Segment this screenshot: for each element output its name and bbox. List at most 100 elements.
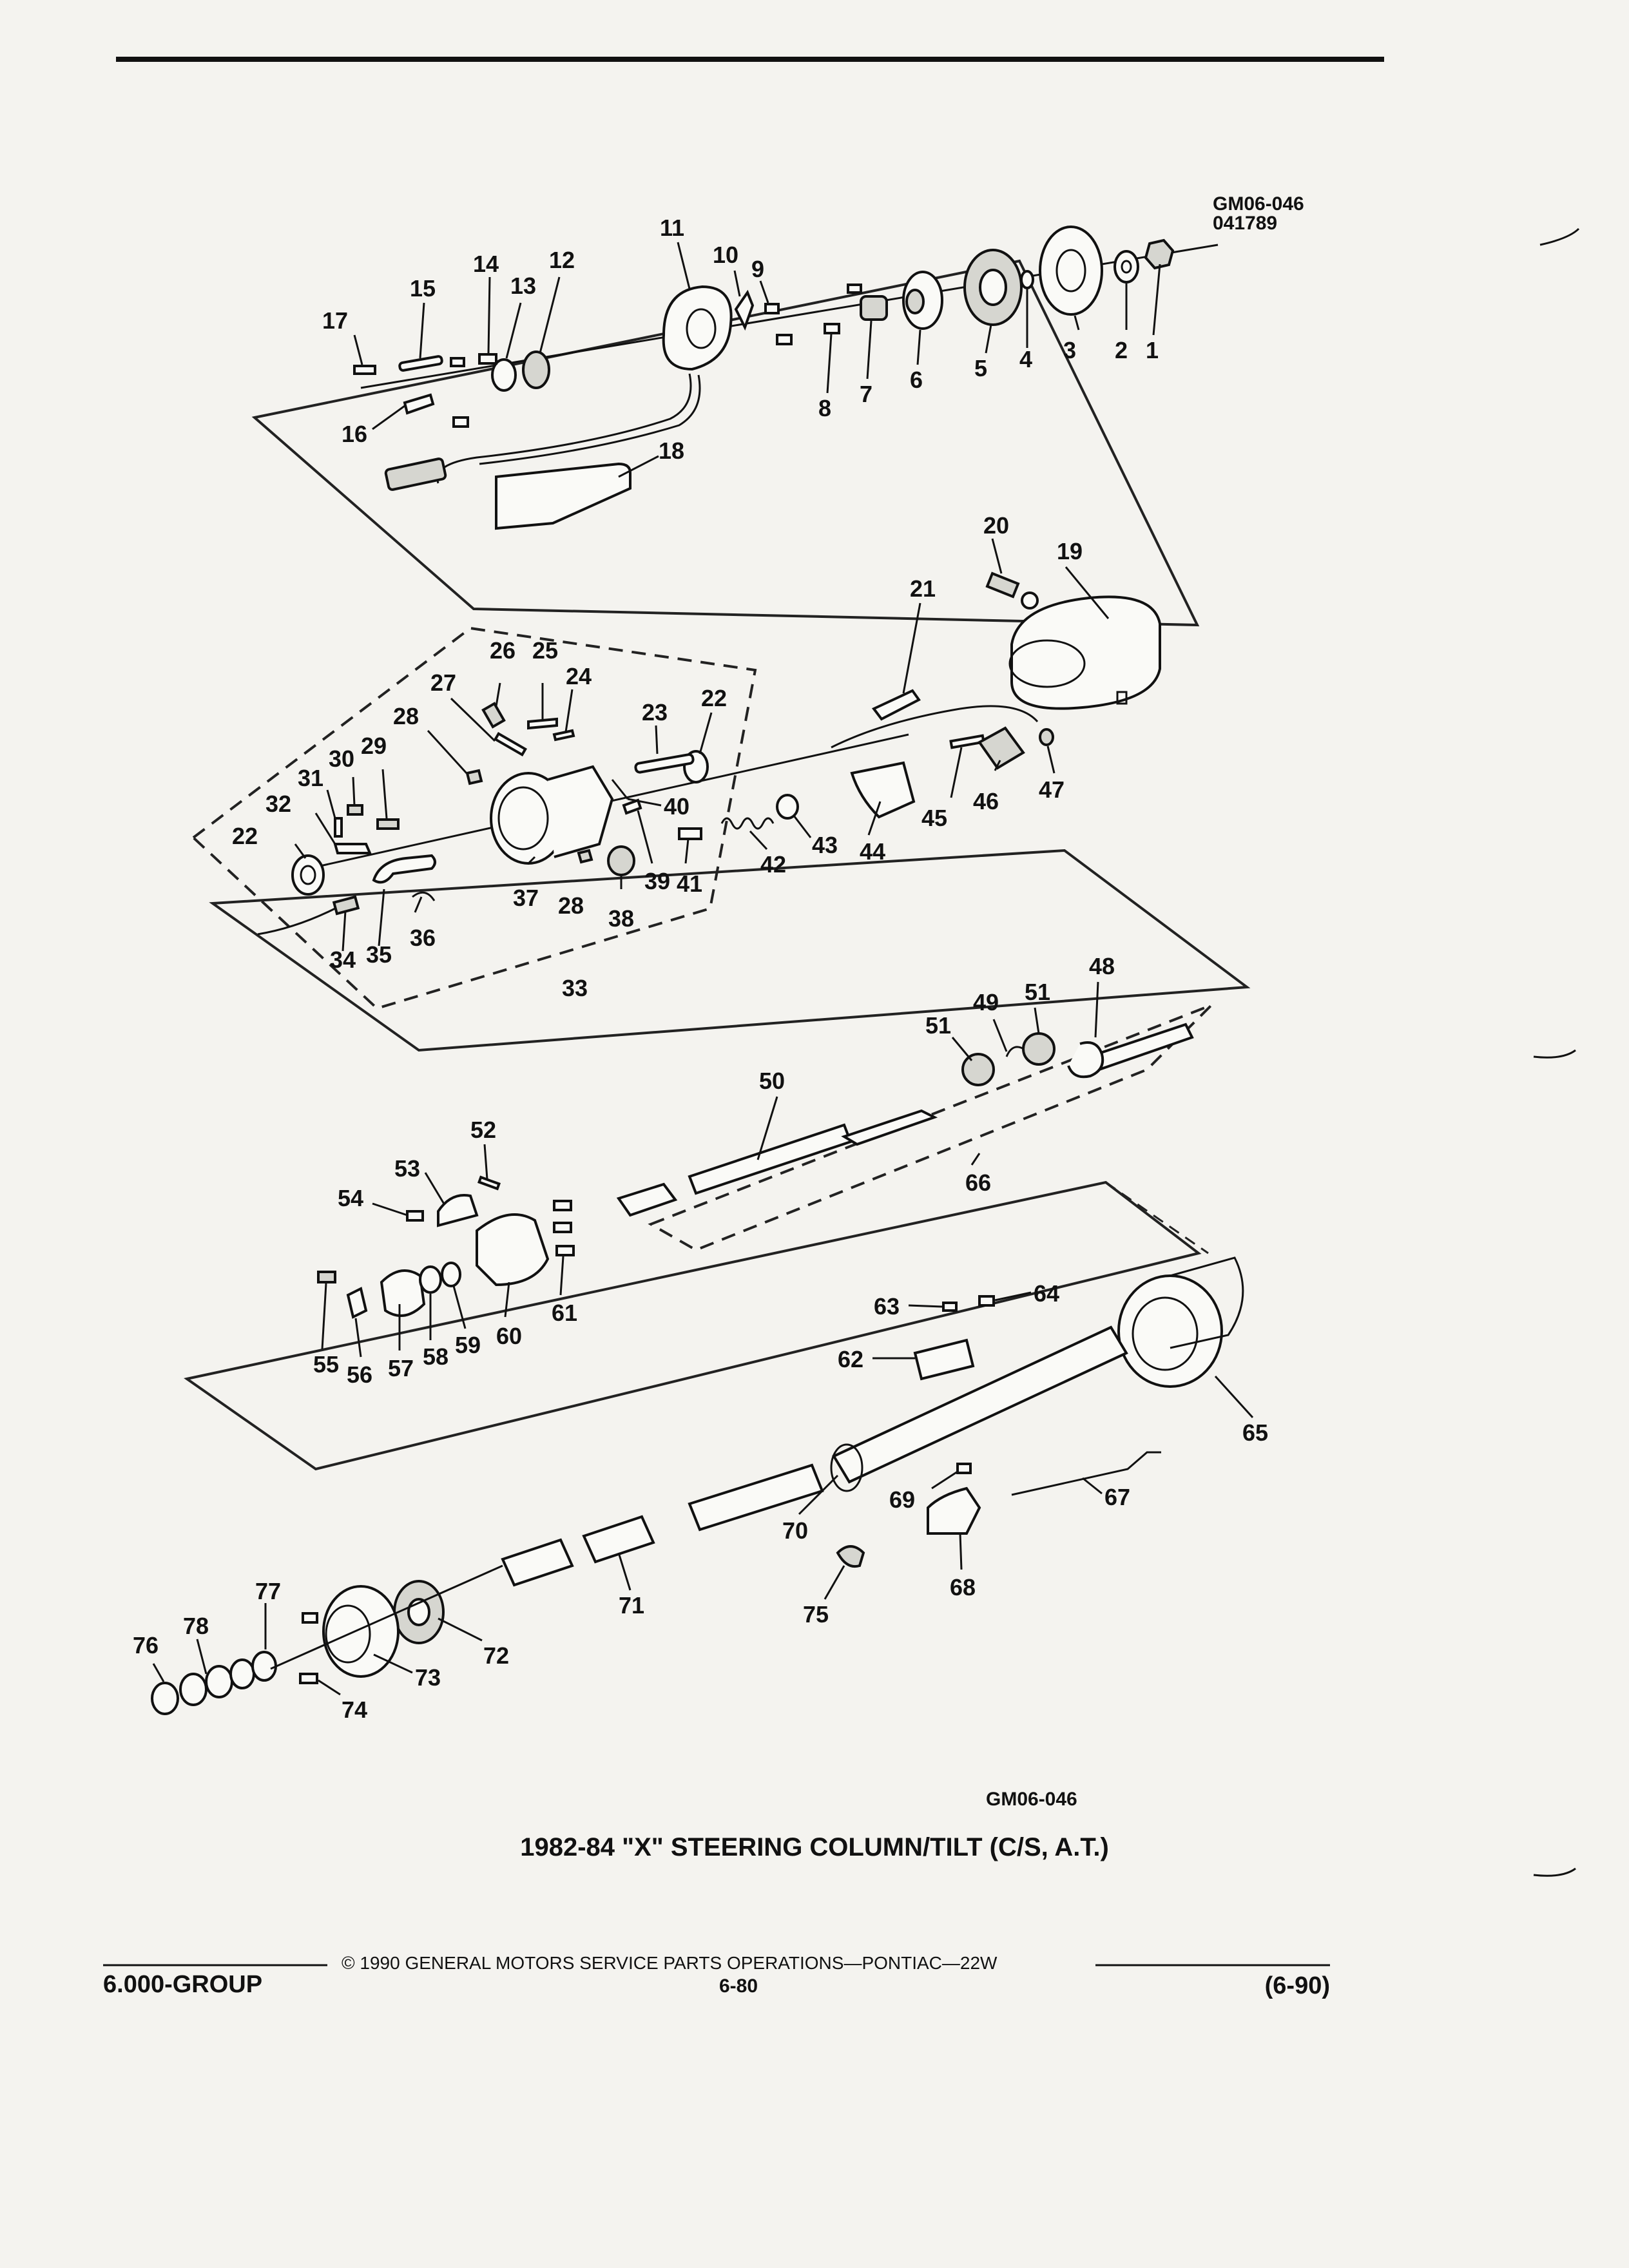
leader-66 [970, 1153, 981, 1166]
part-42-spring [720, 817, 775, 830]
part-6-seat-hub [905, 289, 925, 314]
leader-18 [618, 455, 659, 478]
leader-21 [902, 602, 921, 694]
part-32-retainer [333, 843, 372, 854]
part-7-spring [860, 295, 888, 321]
leader-71 [617, 1552, 631, 1591]
callout-64: 64 [1034, 1280, 1059, 1307]
callout-75: 75 [803, 1601, 829, 1628]
callout-28b: 28 [558, 892, 584, 919]
part-57-shoe [380, 1269, 426, 1317]
leader-24 [564, 689, 574, 733]
lock-housing-block [547, 765, 614, 858]
callout-61: 61 [552, 1300, 577, 1326]
part-59-bearing [441, 1262, 461, 1287]
callout-30: 30 [329, 745, 354, 772]
callout-70: 70 [782, 1517, 808, 1544]
leader-78 [196, 1639, 207, 1675]
leader-22 [699, 712, 713, 754]
callout-42: 42 [760, 851, 786, 878]
callout-labels: 1 2 3 4 5 6 7 8 9 10 11 12 13 14 15 16 1… [133, 215, 1268, 1723]
part-2-washer [1113, 250, 1139, 284]
leader-74 [318, 1679, 341, 1696]
part-25-pin [527, 717, 558, 730]
part-62-bracket [913, 1338, 975, 1381]
callout-19: 19 [1057, 538, 1083, 564]
part-61-screw [555, 1245, 575, 1256]
bowl-inner [1132, 1296, 1199, 1371]
leader-17 [353, 334, 363, 365]
leader-22b [294, 843, 307, 859]
housing-window [1116, 691, 1128, 705]
callout-71: 71 [619, 1592, 644, 1619]
part-41-pin [678, 827, 702, 840]
callout-78: 78 [183, 1613, 209, 1639]
leader-75 [824, 1565, 845, 1600]
group-housing-plate [191, 572, 1251, 1052]
part-53-lever [437, 1194, 479, 1227]
callout-45: 45 [921, 805, 947, 831]
leader-10 [733, 270, 741, 297]
group-upper-lock-plate [251, 226, 1219, 627]
callout-23: 23 [642, 699, 668, 726]
leader-36 [414, 896, 423, 913]
callout-12: 12 [549, 247, 575, 273]
callout-17: 17 [322, 307, 348, 334]
callout-36: 36 [410, 925, 436, 951]
group-shaft [616, 1004, 1213, 1252]
part-12-cam [522, 351, 550, 389]
leader-55 [321, 1283, 327, 1350]
bowl-body [1170, 1256, 1244, 1349]
callout-66: 66 [965, 1169, 991, 1196]
footer-page: 6-80 [719, 1975, 758, 1997]
switch-body [662, 285, 733, 371]
part-40-spring [611, 779, 629, 800]
leader-34 [342, 910, 347, 952]
leader-15 [419, 302, 425, 359]
part-24-pin [552, 729, 575, 742]
part-78-ring [179, 1673, 207, 1706]
callout-51: 51 [1025, 979, 1050, 1005]
callout-37: 37 [513, 885, 539, 911]
leader-29 [381, 769, 388, 819]
leader-6 [916, 329, 921, 365]
callout-27: 27 [430, 669, 456, 696]
leader-53 [424, 1172, 446, 1206]
callout-22: 22 [701, 685, 727, 711]
callout-28: 28 [393, 703, 419, 729]
part-23-shaft [634, 753, 695, 774]
leader-1 [1152, 264, 1161, 336]
leader-39 [637, 810, 653, 864]
part-18-cover [495, 462, 631, 530]
part-64-screw [978, 1295, 995, 1307]
callout-54: 54 [338, 1185, 363, 1211]
callout-62: 62 [838, 1346, 863, 1372]
figure-code: GM06-046 [986, 1789, 1077, 1810]
margin-mark [1533, 1049, 1576, 1059]
callout-35: 35 [366, 941, 392, 968]
footer-revision: (6-90) [1265, 1972, 1330, 1999]
part-48-upper-shaft [1087, 1023, 1194, 1073]
part-28-bumper [465, 769, 483, 785]
centerline-axis [270, 1564, 503, 1670]
part-5-cam-hub [979, 269, 1007, 306]
callout-40: 40 [664, 793, 689, 820]
leader-26 [495, 682, 501, 707]
part-15-pin [398, 355, 443, 372]
part-37-lock-housing [490, 765, 614, 865]
callout-7: 7 [860, 381, 872, 407]
part-8-screw [776, 334, 793, 345]
callout-73: 73 [415, 1664, 441, 1691]
part-51-sphere [1022, 1032, 1055, 1066]
part-56-shoe [346, 1287, 368, 1319]
leader-61 [559, 1256, 564, 1296]
leader-5 [985, 324, 992, 354]
header-code: GM06-046 [1213, 193, 1304, 215]
footer-copyright: © 1990 GENERAL MOTORS SERVICE PARTS OPER… [342, 1953, 998, 1973]
part-55-spring [317, 1271, 336, 1283]
callout-50: 50 [759, 1068, 785, 1094]
leader-28 [427, 729, 468, 774]
callout-44: 44 [860, 838, 885, 865]
callout-60: 60 [496, 1323, 522, 1349]
part-3-lock-plate-hub [1055, 249, 1086, 293]
